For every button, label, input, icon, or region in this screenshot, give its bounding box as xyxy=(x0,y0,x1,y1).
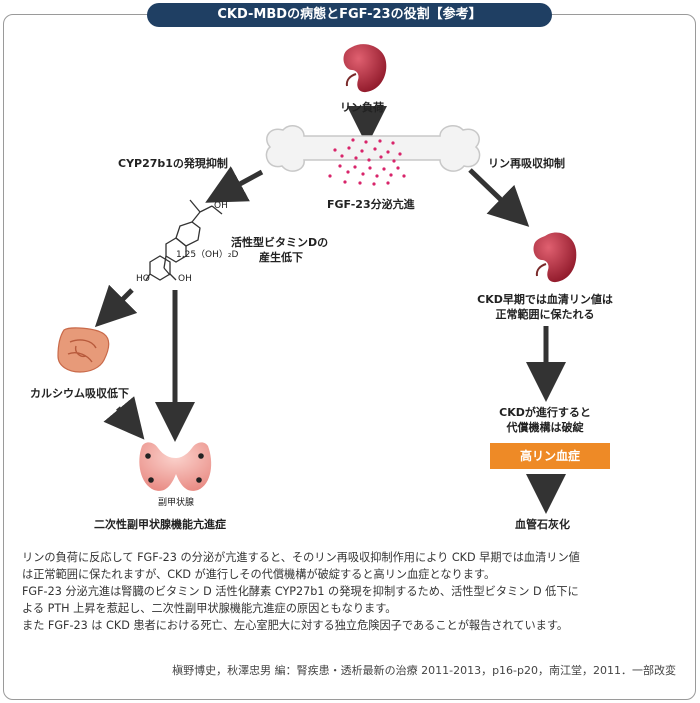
label-oh-right: OH xyxy=(178,274,192,284)
label-phosphate-load: リン負荷 xyxy=(340,101,384,114)
caption-line: よる PTH 上昇を惹起し、二次性副甲状腺機能亢進症の原因ともなります。 xyxy=(22,602,397,615)
label-ho-left: HO xyxy=(136,274,150,284)
arrow-vitd-to-intestine xyxy=(94,284,138,328)
label-active-vitd: 活性型ビタミンDの 産生低下 xyxy=(231,235,328,265)
label-ckd-early-line1: CKD早期では血清リン値は xyxy=(477,293,613,306)
caption-text: リンの負荷に反応して FGF-23 の分泌が亢進すると、そのリン再吸収抑制作用に… xyxy=(22,549,682,634)
source-citation: 槇野博史，秋澤忠男 編：腎疾患・透析最新の治療 2011-2013，p16-p2… xyxy=(172,664,676,677)
arrow-bone-to-kidney-right xyxy=(468,168,530,227)
label-cyp27b1: CYP27b1の発現抑制 xyxy=(118,157,228,170)
caption-line: は正常範囲に保たれますが、CKD が進行しその代償機構が破綻すると高リン血症とな… xyxy=(22,568,496,581)
caption-line: FGF-23 分泌亢進は腎臓のビタミン D 活性化酵素 CYP27b1 の発現を… xyxy=(22,585,579,598)
kidney-right-icon xyxy=(533,232,577,283)
label-fgf23-secretion: FGF-23分泌亢進 xyxy=(327,198,415,211)
arrow-intestine-to-parathyroid xyxy=(103,396,145,440)
vitamin-d-structure-icon xyxy=(145,199,223,281)
label-ckd-progress-line2: 代償機構は破綻 xyxy=(506,421,584,434)
label-ckd-early-line2: 正常範囲に保たれる xyxy=(495,308,595,321)
caption-line: リンの負荷に反応して FGF-23 の分泌が亢進すると、そのリン再吸収抑制作用に… xyxy=(22,551,580,564)
label-phosphate-reabsorption: リン再吸収抑制 xyxy=(488,157,565,170)
diagram-title: CKD-MBDの病態とFGF-23の役割【参考】 xyxy=(147,3,552,27)
label-vascular-calcification: 血管石灰化 xyxy=(515,518,570,531)
label-parathyroid: 副甲状腺 xyxy=(158,498,195,508)
label-ckd-progress: CKDが進行すると 代償機構は破綻 xyxy=(480,405,610,435)
hyperphosphatemia-box: 高リン血症 xyxy=(490,443,610,469)
label-active-vitd-line1: 活性型ビタミンDの xyxy=(231,236,329,249)
label-calcium: カルシウム吸収低下 xyxy=(30,387,129,400)
intestine-icon xyxy=(57,327,110,373)
label-vitd-formula: 1,25（OH）₂D xyxy=(176,250,239,260)
bone-icon xyxy=(265,125,481,172)
label-ckd-early: CKD早期では血清リン値は 正常範囲に保たれる xyxy=(470,292,620,322)
arrow-bone-to-vitd xyxy=(205,166,264,203)
caption-line: また FGF-23 は CKD 患者における死亡、左心室肥大に対する独立危険因子… xyxy=(22,619,569,632)
fgf23-dots xyxy=(328,138,406,186)
kidney-top-icon xyxy=(343,44,387,93)
parathyroid-icon xyxy=(139,442,212,491)
label-oh-top: OH xyxy=(214,201,228,211)
label-secondary-hpt: 二次性副甲状腺機能亢進症 xyxy=(94,518,226,531)
label-active-vitd-line2: 産生低下 xyxy=(259,251,303,264)
label-ckd-progress-line1: CKDが進行すると xyxy=(499,406,591,419)
